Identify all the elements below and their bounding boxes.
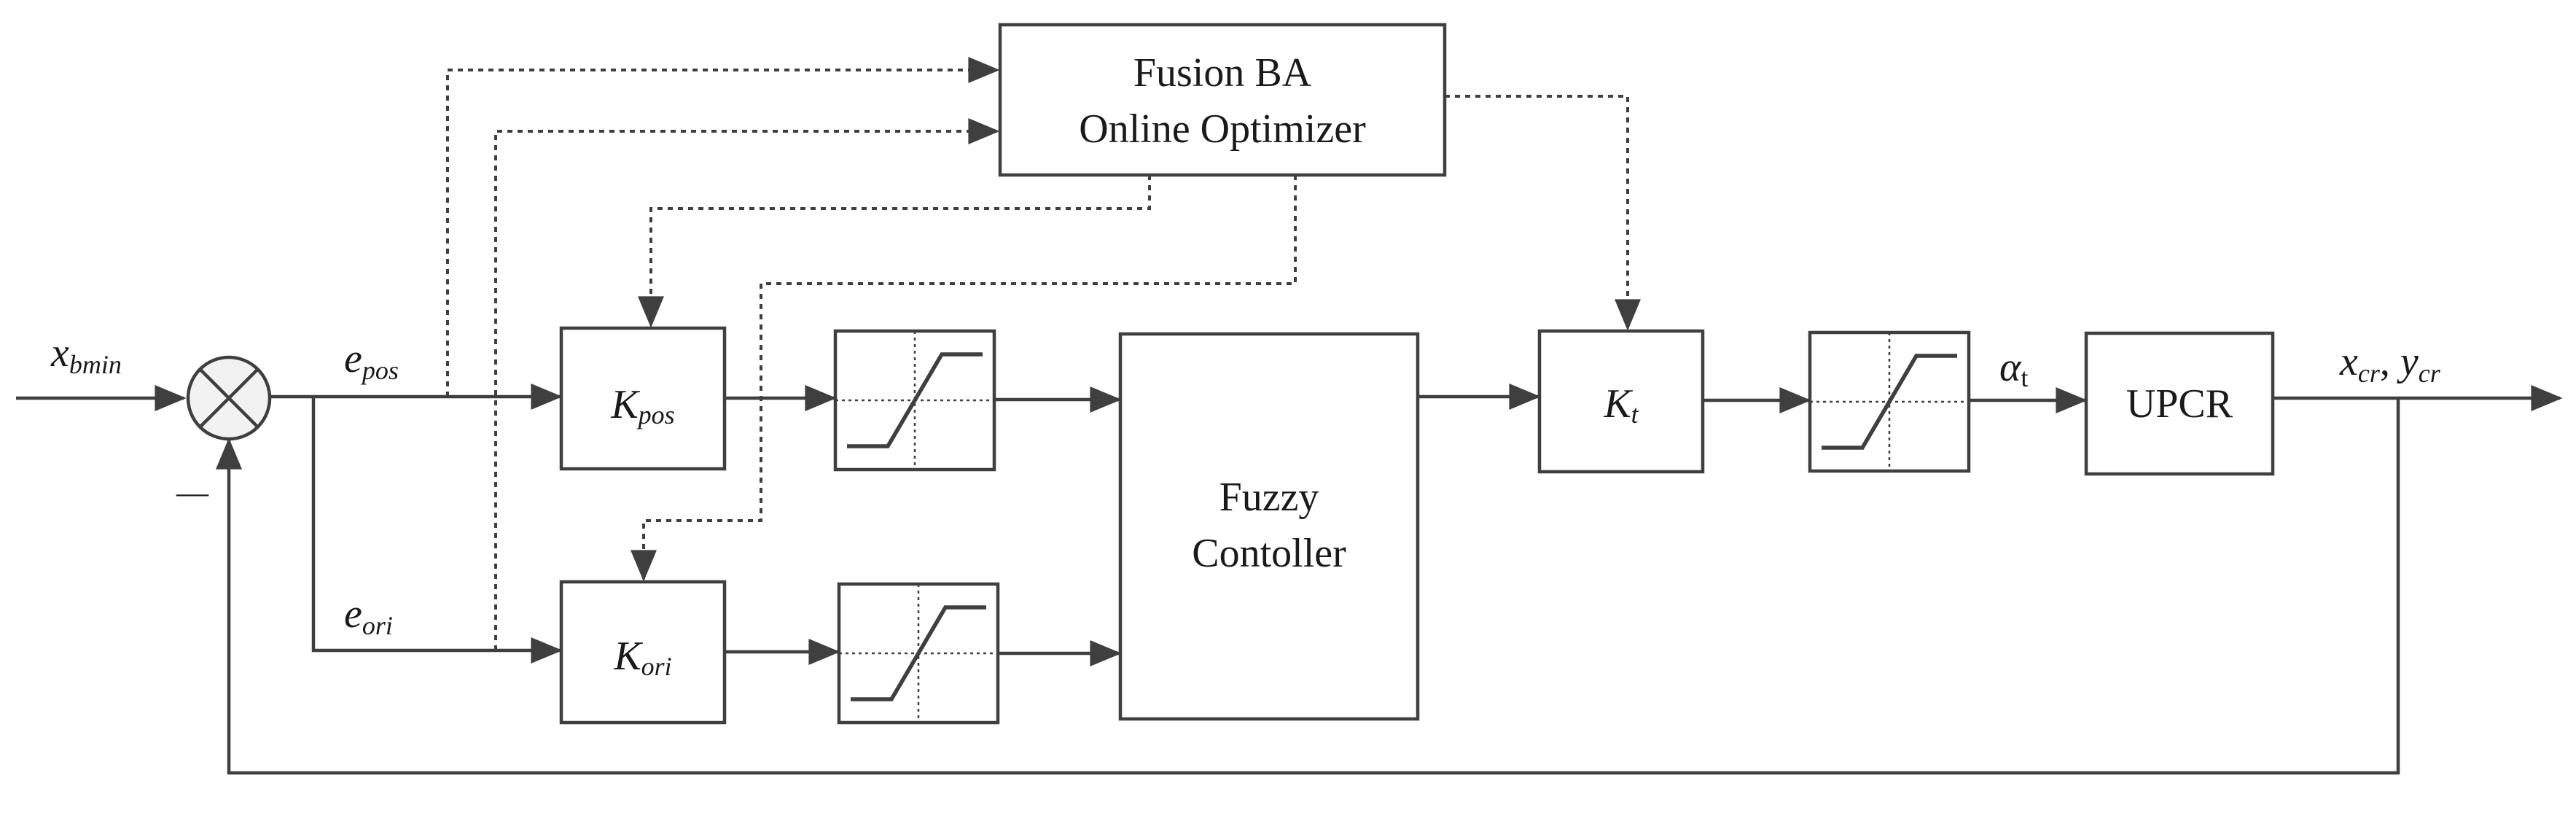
saturation-block-ori [837, 582, 1000, 725]
summing-junction [186, 355, 272, 441]
e-ori-base: e [344, 591, 362, 637]
optimizer-label-line2: Online Optimizer [1079, 106, 1366, 152]
e-pos-sub: pos [360, 356, 399, 385]
output-x-base: x [2339, 339, 2358, 384]
k-ori-subscript: ori [641, 652, 672, 681]
k-pos-block: Kpos [559, 326, 727, 471]
svg-text:Kpos: Kpos [610, 382, 674, 429]
svg-text:eori: eori [344, 591, 393, 640]
input-signal-sub: bmin [69, 350, 122, 379]
svg-text:αt: αt [1999, 345, 2028, 392]
k-ori-block: Kori [559, 580, 727, 725]
e-ori-sub: ori [362, 611, 393, 640]
fuzzy-label-line1: Fuzzy [1219, 475, 1319, 520]
output-x-sub: cr [2358, 359, 2381, 388]
output-separator: , [2380, 339, 2400, 384]
alpha-sub: t [2021, 363, 2028, 392]
svg-text:Kori: Kori [613, 634, 671, 681]
svg-text:Kt: Kt [1603, 381, 1639, 429]
fuzzy-controller-block: Fuzzy Contoller [1118, 332, 1420, 721]
output-y-base: y [2397, 339, 2419, 384]
optimizer-block: Fusion BA Online Optimizer [998, 23, 1447, 177]
svg-text:epos: epos [344, 336, 399, 385]
feedback-minus-sign: — [176, 475, 209, 510]
e-pos-base: e [344, 336, 362, 381]
k-t-subscript: t [1631, 400, 1639, 429]
optimizer-to-k-t-dashed [1445, 95, 1641, 331]
k-pos-subscript: pos [636, 400, 675, 429]
output-y-sub: cr [2419, 359, 2441, 388]
k-t-block: Kt [1537, 329, 1705, 474]
optimizer-label-line1: Fusion BA [1133, 50, 1312, 96]
upcr-plant-block: UPCR [2084, 331, 2275, 476]
svg-text:xcr, ycr: xcr, ycr [2339, 339, 2441, 388]
saturation-block-t [1808, 330, 1971, 473]
fuzzy-label-line2: Contoller [1192, 531, 1346, 576]
svg-text:xbmin: xbmin [50, 330, 122, 379]
e-ori-wire [311, 397, 563, 664]
e-pos-to-optimizer-dashed [446, 57, 1000, 397]
input-signal-base: x [50, 330, 69, 376]
k-t-base: K [1603, 381, 1633, 427]
saturation-block-pos [833, 329, 996, 472]
feedback-wire [216, 398, 2400, 775]
k-pos-base: K [610, 382, 640, 427]
alpha-base: α [1999, 345, 2022, 390]
k-ori-base: K [613, 634, 643, 679]
upcr-label: UPCR [2126, 381, 2233, 427]
optimizer-to-k-pos-dashed [638, 175, 1151, 328]
